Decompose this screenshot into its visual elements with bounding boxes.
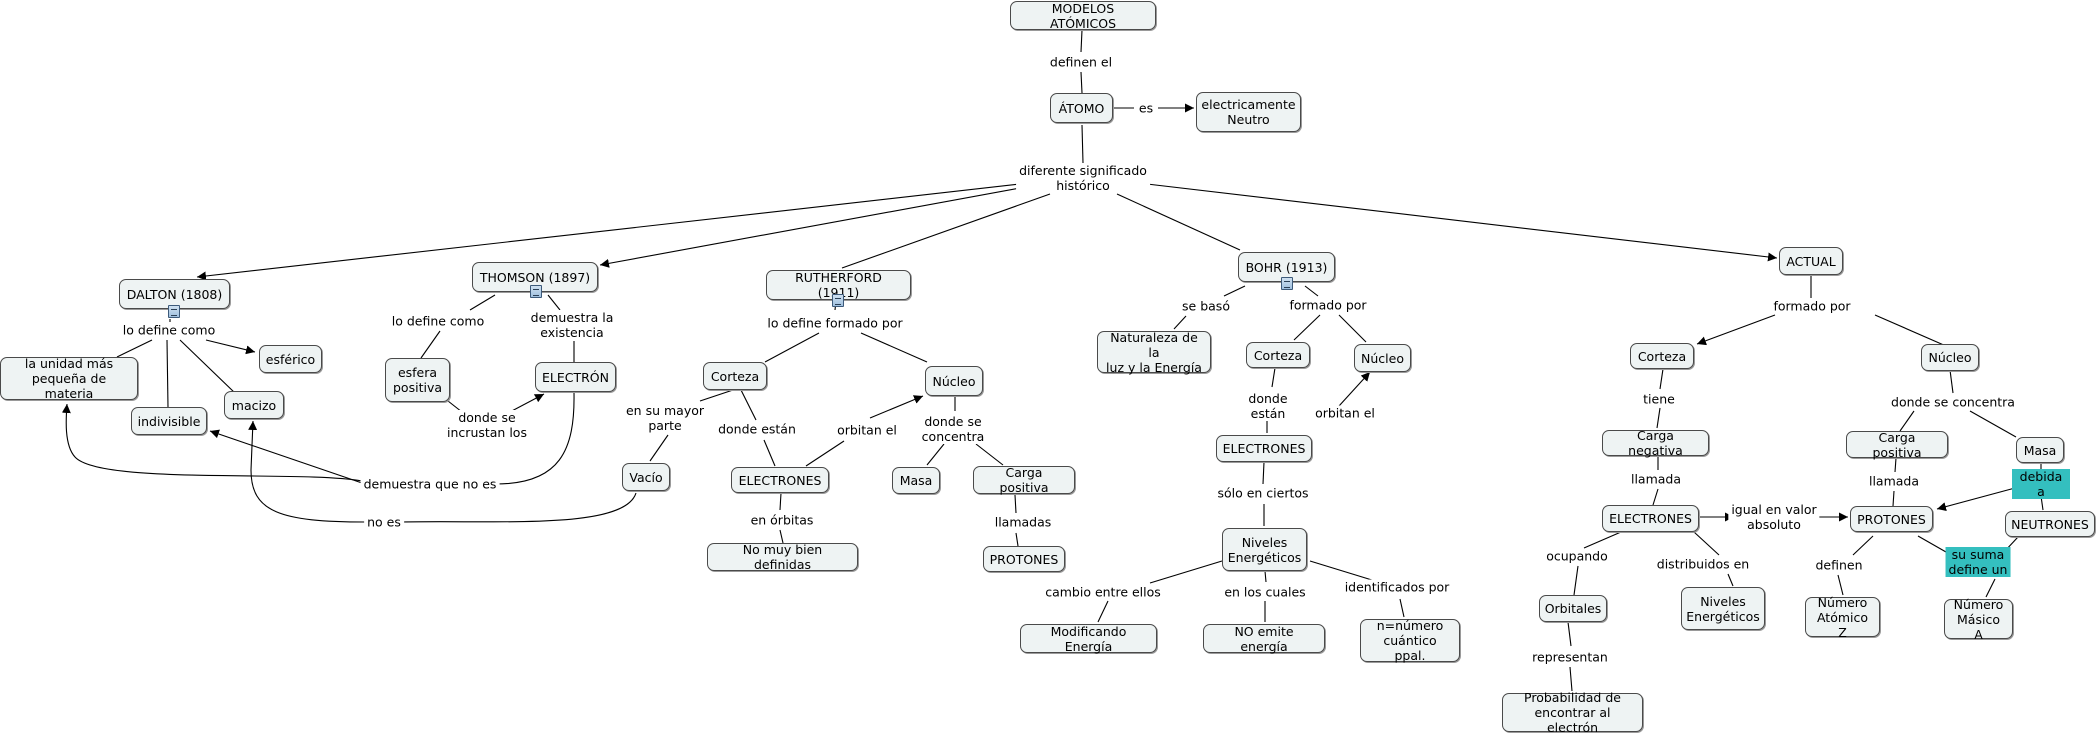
link-label-llamada-negativa: llamada [1627,471,1685,487]
concept-numero-cuantico[interactable]: n=número cuántico ppal. [1360,618,1460,663]
link-label-cambio-entre-ellos: cambio entre ellos [1042,584,1164,600]
concept-numero-atomico[interactable]: Número Atómico Z [1805,595,1880,640]
concept-carga-positiva-actual[interactable]: Carga positiva [1846,430,1948,460]
link-label-lo-define-formado: lo define formado por [764,315,906,331]
concept-niveles-bohr[interactable]: Niveles Energéticos [1222,528,1307,571]
link-label-lo-define-thomson: lo define como [388,313,488,329]
concept-carga-positiva-rutherford[interactable]: Carga positiva [973,465,1075,495]
link-label-es: es [1135,100,1157,116]
concept-naturaleza-luz[interactable]: Naturaleza de la luz y la Energía [1097,330,1211,375]
concept-no-emite-energia[interactable]: NO emite energía [1203,624,1325,654]
link-label-llamadas: llamadas [991,514,1055,530]
link-label-en-orbitas: en órbitas [747,512,817,528]
concept-protones-rutherford[interactable]: PROTONES [983,546,1065,572]
link-label-donde-concentra-rutherford: donde se concentra [918,414,988,444]
link-label-llamada-positiva: llamada [1865,473,1923,489]
link-label-ocupando: ocupando [1543,548,1611,564]
link-label-orbitan-rutherford: orbitan el [834,422,900,438]
concept-electrones-bohr[interactable]: ELECTRONES [1216,435,1312,462]
link-label-igual-valor: igual en valor absoluto [1728,502,1820,532]
concept-corteza-actual[interactable]: Corteza [1630,343,1694,369]
link-label-identificados: identificados por [1341,579,1453,595]
link-label-no-es: no es [364,514,404,530]
link-label-demuestra-no-es: demuestra que no es [360,476,500,492]
concept-esfera-positiva[interactable]: esfera positiva [385,358,450,402]
concept-neutrones[interactable]: NEUTRONES [2005,511,2095,537]
link-label-solo-ciertos: sólo en ciertos [1214,485,1312,501]
concept-macizo[interactable]: macizo [224,391,284,419]
document-icon[interactable] [832,294,844,307]
document-icon[interactable] [168,305,180,318]
link-label-definen-z: definen [1812,557,1866,573]
link-label-mayor-parte: en su mayor parte [622,403,708,433]
concept-probabilidad-electron[interactable]: Probabilidad de encontrar al electrón [1502,690,1643,735]
document-icon[interactable] [1281,277,1293,290]
concept-carga-negativa[interactable]: Carga negativa [1602,428,1709,458]
concept-corteza-bohr[interactable]: Corteza [1246,342,1310,368]
concept-niveles-actual[interactable]: Niveles Energéticos [1681,587,1765,630]
concept-nucleo-bohr[interactable]: Núcleo [1354,344,1411,372]
link-label-tiene: tiene [1640,391,1678,407]
link-label-donde-concentra-actual: donde se concentra [1888,394,2018,410]
link-label-formado-bohr: formado por [1286,297,1370,313]
concept-electrones-actual[interactable]: ELECTRONES [1602,505,1699,532]
link-label-donde-estan-bohr: donde están [1245,391,1291,421]
concept-orbitales[interactable]: Orbitales [1539,595,1607,622]
link-label-definen-el: definen el [1046,54,1116,70]
link-label-representan: representan [1529,649,1611,665]
link-label-distribuidos: distribuidos en [1653,556,1753,572]
link-label-en-los-cuales: en los cuales [1221,584,1309,600]
concept-modelos-atomicos[interactable]: MODELOS ATÓMICOS [1010,1,1156,31]
link-label-donde-incrustan: donde se incrustan los [444,410,530,440]
concept-electrones-rutherford[interactable]: ELECTRONES [731,467,829,493]
concept-masa-actual[interactable]: Masa [2016,437,2064,463]
concept-unidad-materia[interactable]: la unidad más pequeña de materia [0,356,138,401]
link-label-debida-a: debida a [2012,469,2070,499]
concept-modificando-energia[interactable]: Modificando Energía [1020,624,1157,654]
concept-numero-masico[interactable]: Número Másico A [1944,597,2013,642]
concept-esferico[interactable]: esférico [259,345,322,373]
concept-indivisible[interactable]: indivisible [131,407,207,435]
document-icon[interactable] [530,285,542,298]
link-label-diferente-significado: diferente significado histórico [1016,163,1150,193]
concept-nucleo-rutherford[interactable]: Núcleo [925,366,983,396]
link-label-formado-actual: formado por [1770,298,1854,314]
link-label-donde-estan-rutherford: donde están [715,421,799,437]
concept-dalton[interactable]: DALTON (1808) [119,279,230,309]
concept-electron[interactable]: ELECTRÓN [535,362,616,392]
concept-actual[interactable]: ACTUAL [1779,247,1843,275]
concept-no-muy-bien-definidas[interactable]: No muy bien definidas [707,542,858,572]
concept-atomo[interactable]: ÁTOMO [1050,93,1113,123]
link-label-su-suma: su suma define un [1945,547,2011,577]
concept-electricamente-neutro[interactable]: electricamente Neutro [1196,92,1301,132]
concept-corteza-rutherford[interactable]: Corteza [703,362,767,390]
concept-vacio[interactable]: Vacío [622,463,670,491]
link-label-lo-define-dalton: lo define como [119,322,219,338]
link-label-se-baso: se basó [1179,298,1233,314]
concept-masa-rutherford[interactable]: Masa [892,467,940,494]
concept-protones-actual[interactable]: PROTONES [1850,506,1933,532]
link-label-orbitan-bohr: orbitan el [1312,405,1378,421]
concept-nucleo-actual[interactable]: Núcleo [1921,344,1979,371]
link-label-demuestra-existencia: demuestra la existencia [527,310,617,340]
